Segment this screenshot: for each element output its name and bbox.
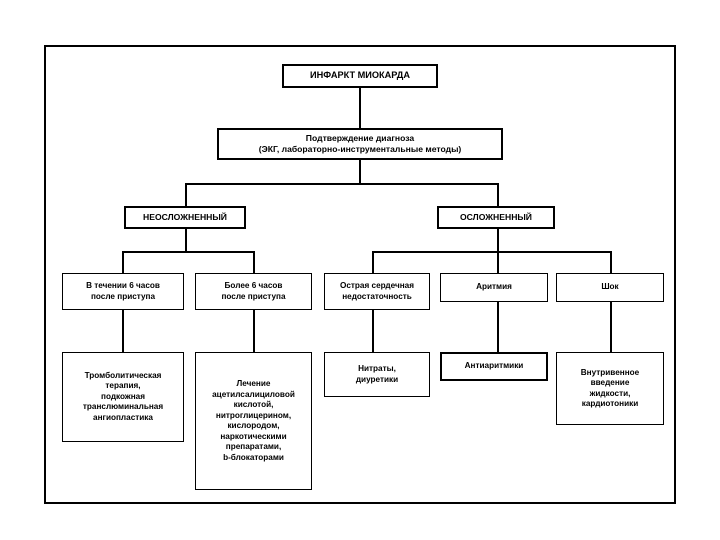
node-confirm-diagnosis-label: Подтверждение диагноза (ЭКГ, лабораторно… xyxy=(258,133,462,154)
connector-left-group-bar xyxy=(122,251,255,253)
connector-uncomplicated-down xyxy=(185,229,187,252)
connector-to-complicated xyxy=(497,183,499,206)
connector-within6h-to-thrombolysis xyxy=(122,310,124,352)
node-root[interactable]: ИНФАРКТ МИОКАРДА xyxy=(282,64,438,88)
node-antiarrhythmics[interactable]: Антиаритмики xyxy=(440,352,548,381)
connector-to-within6h xyxy=(122,251,124,273)
node-complicated-label: ОСЛОЖНЕННЫЙ xyxy=(460,212,532,222)
connector-confirm-down xyxy=(359,160,361,184)
node-drug-therapy-label: Лечение ацетилсалициловой кислотой, нитр… xyxy=(212,379,295,462)
connector-to-uncomplicated xyxy=(185,183,187,206)
node-arrhythmia[interactable]: Аритмия xyxy=(440,273,548,302)
connector-root-to-confirm xyxy=(359,88,361,128)
connector-shock-to-iv-fluids xyxy=(610,302,612,352)
node-uncomplicated-label: НЕОСЛОЖНЕННЫЙ xyxy=(143,212,227,222)
connector-arrhythmia-to-antiarrhythmics xyxy=(497,302,499,352)
node-drug-therapy[interactable]: Лечение ацетилсалициловой кислотой, нитр… xyxy=(195,352,312,490)
node-root-label: ИНФАРКТ МИОКАРДА xyxy=(310,70,410,81)
diagram-outer-frame xyxy=(44,45,676,504)
connector-complicated-down xyxy=(497,229,499,252)
node-shock-label: Шок xyxy=(601,282,619,292)
node-acute-heart-failure[interactable]: Острая сердечная недостаточность xyxy=(324,273,430,310)
node-within-6-hours[interactable]: В течении 6 часов после приступа xyxy=(62,273,184,310)
node-nitrates-diuretics-label: Нитраты, диуретики xyxy=(355,364,399,384)
node-nitrates-diuretics[interactable]: Нитраты, диуретики xyxy=(324,352,430,397)
node-arrhythmia-label: Аритмия xyxy=(476,282,512,292)
connector-heart-failure-to-nitrates xyxy=(372,310,374,352)
node-thrombolytic-therapy-label: Тромболитическая терапия, подкожная тран… xyxy=(82,370,164,422)
node-thrombolytic-therapy[interactable]: Тромболитическая терапия, подкожная тран… xyxy=(62,352,184,442)
node-iv-fluids-cardiotonics-label: Внутривенное введение жидкости, кардиото… xyxy=(580,367,640,409)
connector-level2-bar xyxy=(185,183,499,185)
connector-to-arrhythmia xyxy=(497,251,499,273)
node-uncomplicated[interactable]: НЕОСЛОЖНЕННЫЙ xyxy=(124,206,246,229)
node-after-6-hours-label: Более 6 часов после приступа xyxy=(221,281,286,301)
node-complicated[interactable]: ОСЛОЖНЕННЫЙ xyxy=(437,206,555,229)
node-after-6-hours[interactable]: Более 6 часов после приступа xyxy=(195,273,312,310)
node-shock[interactable]: Шок xyxy=(556,273,664,302)
node-antiarrhythmics-label: Антиаритмики xyxy=(464,361,524,371)
node-iv-fluids-cardiotonics[interactable]: Внутривенное введение жидкости, кардиото… xyxy=(556,352,664,425)
connector-to-after6h xyxy=(253,251,255,273)
node-acute-heart-failure-label: Острая сердечная недостаточность xyxy=(339,281,415,301)
connector-to-heart-failure xyxy=(372,251,374,273)
node-within-6-hours-label: В течении 6 часов после приступа xyxy=(86,281,160,301)
connector-to-shock xyxy=(610,251,612,273)
connector-after6h-to-drug-therapy xyxy=(253,310,255,352)
connector-right-group-bar xyxy=(372,251,612,253)
node-confirm-diagnosis[interactable]: Подтверждение диагноза (ЭКГ, лабораторно… xyxy=(217,128,503,160)
